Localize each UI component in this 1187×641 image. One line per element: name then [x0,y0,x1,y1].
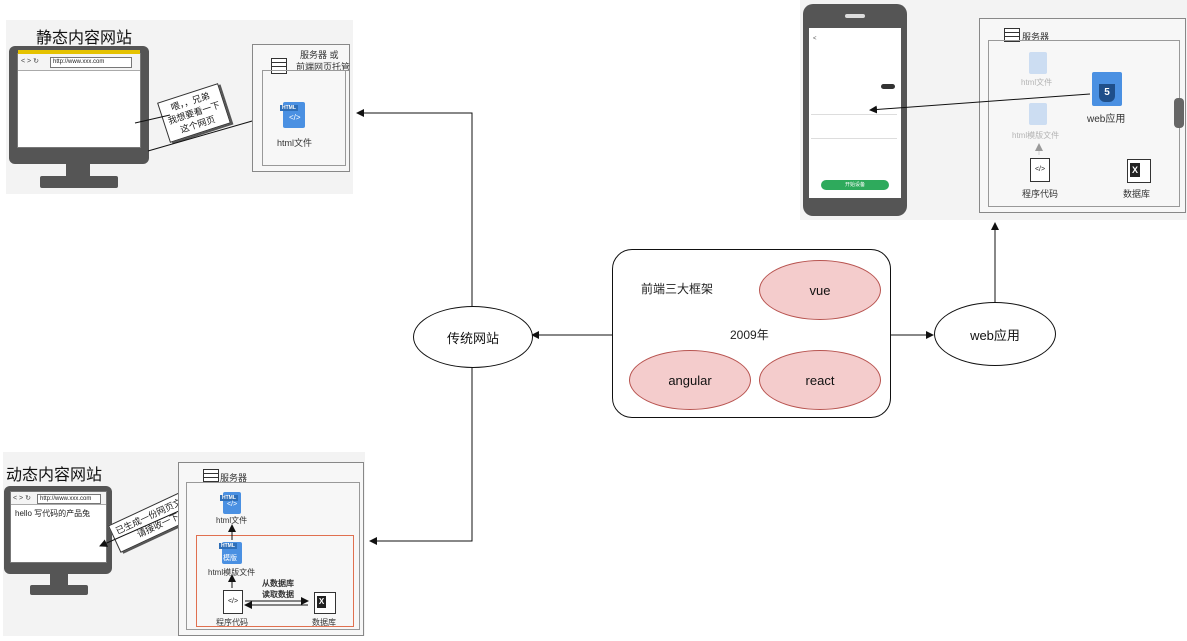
webapp-server-label: 服务器 [1022,32,1050,42]
webapp-faded-template-label: html模版文件 [1012,131,1060,140]
react-ellipse: react [759,350,881,410]
static-server-label-1: 服务器 或 [300,50,339,60]
static-file-label: html文件 [277,138,313,148]
static-monitor-stand [66,164,90,178]
dynamic-db-read-2: 读取数据 [262,590,294,599]
webapp-code-label: 程序代码 [1022,189,1059,199]
html-file-icon: HTML </> [220,492,241,514]
phone-start-button[interactable]: 开始设备 [821,180,889,190]
dynamic-red-box [196,535,354,627]
dynamic-url-bar: http://www.xxx.com [37,494,101,504]
arrow-to-dynamic [369,366,473,545]
static-site-title: 静态内容网站 [36,30,133,47]
webapp-server-box [979,18,1186,213]
dynamic-screen-text: hello 写代码的产品兔 [15,509,91,518]
dynamic-code-label: 程序代码 [216,618,248,627]
webapp-app-label: web应用 [1087,114,1126,125]
webapp-faded-file-label: html文件 [1021,78,1053,87]
dynamic-inner-box [186,482,360,630]
frameworks-year: 2009年 [730,328,769,342]
angular-ellipse: angular [629,350,751,410]
server-icon [203,469,219,483]
dynamic-monitor-base [30,585,88,595]
traditional-site-ellipse: 传统网站 [413,306,533,368]
vue-ellipse: vue [759,260,881,320]
dynamic-db-label: 数据库 [312,618,336,627]
phone-mockup: < 开始设备 [803,4,907,216]
faded-html-file-icon [1029,52,1047,74]
html-file-icon: HTML </> [280,102,305,128]
dynamic-file-label: html文件 [216,516,248,525]
frameworks-title: 前端三大框架 [641,282,714,296]
dynamic-db-read-1: 从数据库 [262,579,294,588]
static-inner-box [262,70,346,166]
database-icon: X [314,592,336,614]
dynamic-template-label: html模版文件 [208,568,256,577]
webapp-arrows [869,93,1091,155]
dynamic-flow-arrows [228,524,309,609]
faded-template-icon [1029,103,1047,125]
webapp-db-label: 数据库 [1123,189,1151,199]
html-template-icon: HTML 模版 [219,542,242,564]
database-icon: X [1127,159,1151,183]
server-icon [1004,28,1020,42]
webapp-ellipse: web应用 [934,302,1056,366]
scroll-handle[interactable] [1174,98,1184,128]
dynamic-server-label: 服务器 [220,473,248,483]
code-file-icon: </> [223,590,243,614]
static-url-bar: http://www.xxx.com [50,57,132,68]
static-monitor: < > ↻ http://www.xxx.com [9,46,149,164]
dynamic-site-title: 动态内容网站 [6,467,103,484]
arrow-to-static [356,109,473,306]
static-server-label-2: 前端网页托管 [296,62,351,72]
dynamic-monitor-stand [50,574,68,586]
html5-file-icon: 5 [1092,72,1122,106]
dynamic-monitor: < > ↻ http://www.xxx.com hello 写代码的产品兔 [4,486,112,574]
static-monitor-base [40,176,118,188]
code-file-icon: </> [1030,158,1050,182]
